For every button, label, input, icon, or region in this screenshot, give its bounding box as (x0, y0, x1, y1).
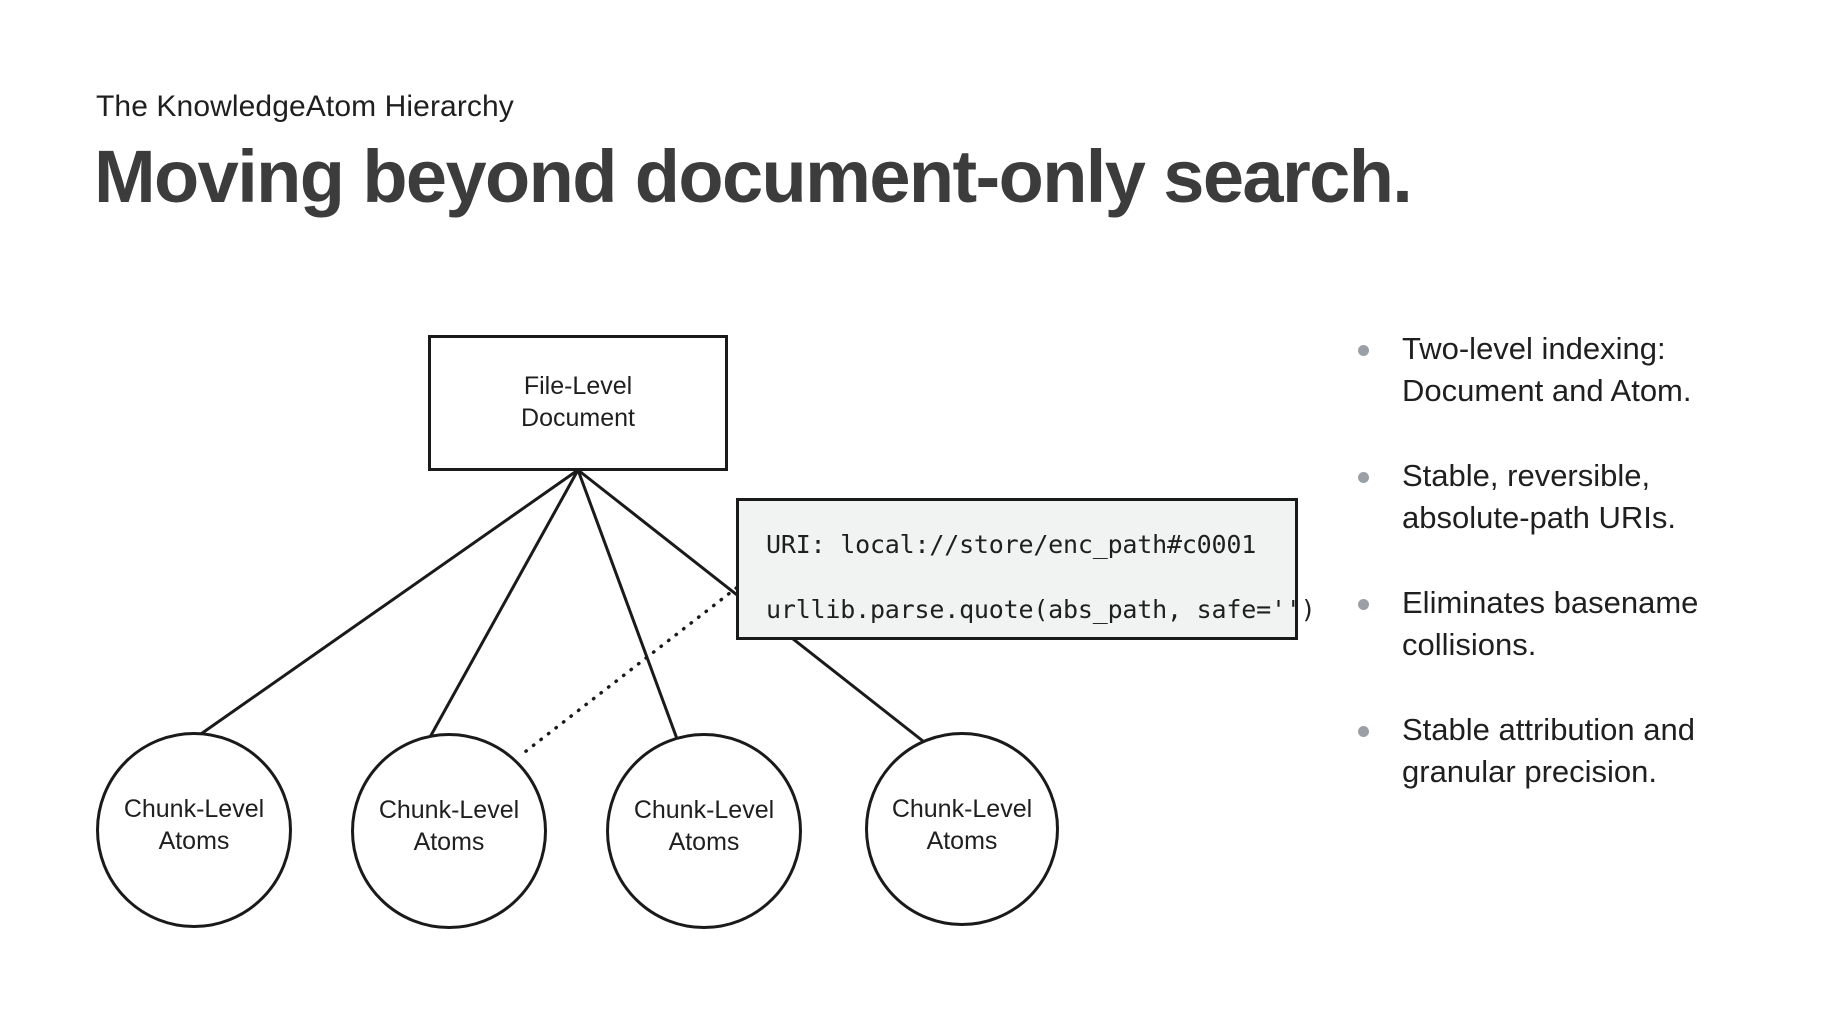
bullet-dot-icon (1358, 472, 1369, 484)
page-title: Moving beyond document-only search. (94, 135, 1413, 218)
uri-callout-line-1: URI: local://store/enc_path#c0001 (766, 530, 1257, 559)
chunk-level-atom-node-4 (865, 732, 1059, 926)
edge-root-to-chunk-3 (576, 469, 682, 748)
chunk-level-atom-node-3 (606, 733, 802, 929)
list-item-text: Stable, reversible, absolute-path URIs. (1402, 458, 1676, 535)
chunk-level-atom-label-4: Chunk-Level Atoms (891, 795, 1033, 855)
bullet-dot-icon (1358, 599, 1369, 611)
list-item: Stable, reversible, absolute-path URIs. (1352, 455, 1772, 538)
edge-root-to-chunk-1 (197, 468, 579, 738)
list-item-text: Two-level indexing: Document and Atom. (1402, 331, 1692, 408)
chunk-level-atom-label-1: Chunk-Level Atoms (123, 795, 265, 855)
list-item: Two-level indexing: Document and Atom. (1352, 328, 1772, 411)
bullet-dot-icon (1358, 345, 1369, 356)
edge-callout-to-chunk-2 (519, 580, 746, 757)
edge-root-to-chunk-2 (422, 469, 580, 749)
uri-callout-line-2: urllib.parse.quote(abs_path, safe='') (766, 595, 1316, 624)
slide-eyebrow: The KnowledgeAtom Hierarchy (96, 90, 514, 123)
bullet-dot-icon (1358, 726, 1369, 738)
chunk-level-atom-node-2 (351, 733, 547, 929)
list-item-text: Eliminates basename collisions. (1402, 585, 1699, 662)
file-level-document-label: File-Level Document (521, 372, 635, 432)
chunk-level-atom-label-3: Chunk-Level Atoms (633, 796, 775, 856)
list-item: Eliminates basename collisions. (1352, 582, 1772, 665)
uri-callout-box (736, 498, 1298, 640)
file-level-document-node (428, 335, 728, 471)
list-item-text: Stable attribution and granular precisio… (1402, 712, 1695, 789)
key-points-list: Two-level indexing: Document and Atom. S… (1352, 328, 1772, 792)
chunk-level-atom-node-1 (96, 732, 292, 928)
chunk-level-atom-label-2: Chunk-Level Atoms (378, 796, 520, 856)
list-item: Stable attribution and granular precisio… (1352, 709, 1772, 792)
